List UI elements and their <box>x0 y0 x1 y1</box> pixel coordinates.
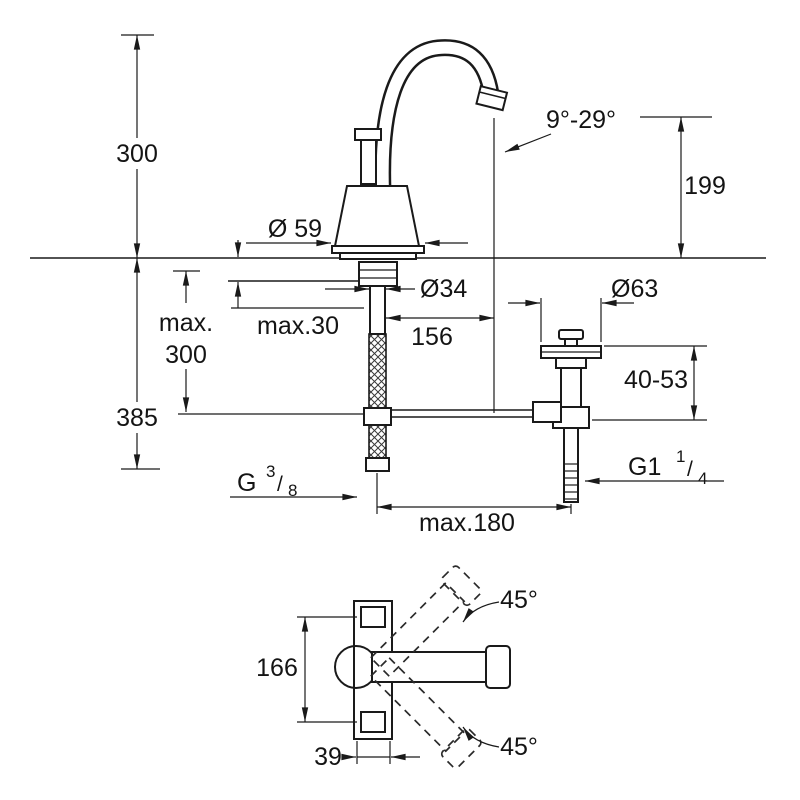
angle-down-label: 45° <box>500 733 538 761</box>
dim-angle-down: 45° <box>462 726 538 761</box>
waste-thread-prefix: G1 <box>628 453 661 481</box>
spout-cap-plan <box>485 645 511 689</box>
supply-thread-slash: / <box>277 473 283 496</box>
waste-tailpiece <box>563 427 579 503</box>
spout-reach-label: 156 <box>411 323 453 351</box>
hose-length-label-2: 300 <box>165 341 207 369</box>
supply-thread-denominator: 8 <box>288 481 297 500</box>
dim-waste-diameter: Ø63 <box>508 275 658 342</box>
dim-base-diameter: Ø 59 <box>246 215 468 247</box>
rod-reach-label: max.180 <box>419 509 515 537</box>
faucet-handle <box>354 128 382 185</box>
dim-total-depth: 385 <box>109 257 165 470</box>
dim-deck-thickness: max.30 <box>231 240 364 340</box>
front-view: 300 9°-29° 199 Ø 59 Ø34 <box>30 34 766 537</box>
label-supply-thread: G 3 / 8 <box>230 462 358 501</box>
dim-spout-reach: 156 <box>385 314 495 351</box>
dim-shank-diameter: Ø34 <box>325 275 467 303</box>
dim-hose-length: max. 300 <box>156 270 216 413</box>
dim-spout-height-label: 199 <box>684 172 726 200</box>
waste-diameter-label: Ø63 <box>611 275 658 303</box>
dim-spout-height: 199 <box>640 116 730 259</box>
waste-thread-numerator: 1 <box>676 447 685 466</box>
mounting-shank <box>228 261 398 335</box>
supply-hose <box>178 333 545 472</box>
supply-thread-prefix: G <box>237 469 256 497</box>
dim-spout-angle: 9°-29° <box>504 106 616 153</box>
dim-rod-reach: max.180 <box>376 473 572 537</box>
angle-up-label: 45° <box>500 586 538 614</box>
deck-thickness-label: max.30 <box>257 312 339 340</box>
faucet-body <box>331 185 425 260</box>
dim-angle-up: 45° <box>462 586 538 623</box>
dim-plate-width: 39 <box>314 741 420 771</box>
dim-plate-height: 166 <box>256 616 357 723</box>
plan-body <box>334 600 511 740</box>
waste-assembly <box>532 329 602 503</box>
plan-view: 45° 45° 166 39 <box>256 565 538 771</box>
dim-overall-height-label: 300 <box>116 140 158 168</box>
hose-length-label-1: max. <box>159 309 213 337</box>
handle-position-down <box>369 656 482 769</box>
handle-position-up <box>369 565 482 678</box>
plate-width-label: 39 <box>314 743 342 771</box>
waste-range-label: 40-53 <box>624 366 688 394</box>
total-depth-label: 385 <box>116 404 158 432</box>
spout-angle-label: 9°-29° <box>546 106 616 134</box>
base-diameter-label: Ø 59 <box>268 215 322 243</box>
waste-thread-denominator: 4 <box>698 469 707 488</box>
dim-overall-height: 300 <box>109 34 165 259</box>
aerator <box>475 84 509 112</box>
plate-height-label: 166 <box>256 654 298 682</box>
dim-waste-range: 40-53 <box>592 345 707 421</box>
supply-thread-numerator: 3 <box>266 462 275 481</box>
label-waste-thread: G1 1 / 4 <box>584 447 724 488</box>
shank-diameter-label: Ø34 <box>420 275 467 303</box>
waste-thread-slash: / <box>687 458 693 481</box>
spout-plan <box>371 651 489 683</box>
faucet-spout <box>374 39 509 193</box>
